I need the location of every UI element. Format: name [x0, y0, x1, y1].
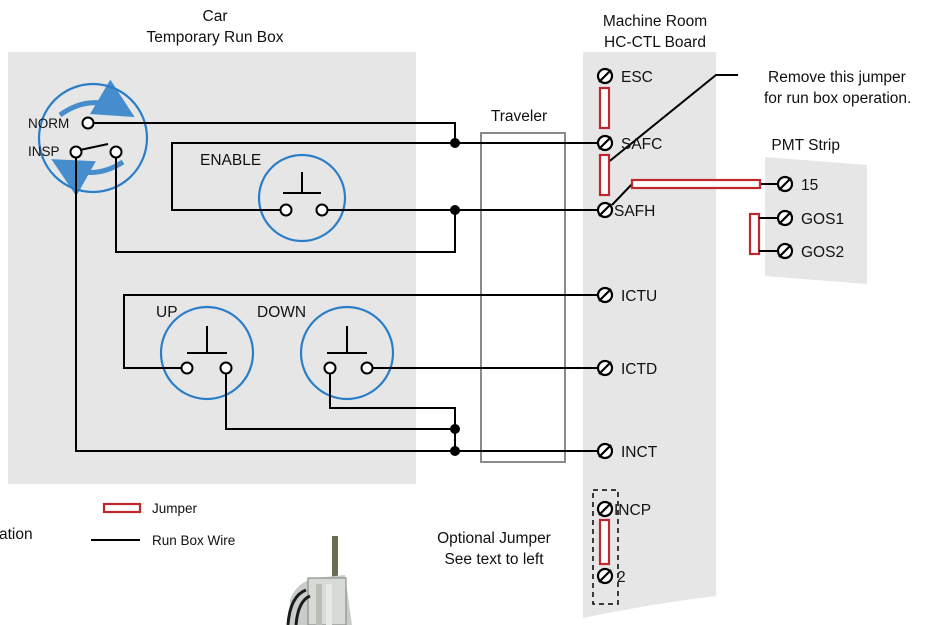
terminal-label-safh: SAFH — [614, 203, 655, 220]
optional-jumper-line1: Optional Jumper — [437, 530, 551, 547]
pmt-terminal-gos2 — [776, 242, 794, 260]
terminal-label-safc: SAFC — [621, 136, 662, 153]
car-title: Car — [203, 8, 228, 25]
pmt-label-gos1: GOS1 — [801, 211, 844, 228]
jumper-note-line2: for run box operation. — [764, 90, 911, 107]
terminal-label-esc: ESC — [621, 69, 653, 86]
legend-jumper-swatch — [102, 502, 142, 514]
legend: Jumper Run Box Wire — [91, 501, 235, 548]
enable-label: ENABLE — [200, 152, 261, 169]
esc-safc-jumper — [598, 86, 611, 130]
traveler-label: Traveler — [491, 108, 547, 125]
terminal-incp — [596, 500, 614, 518]
enable-button — [257, 153, 347, 243]
terminal-label-ictu: ICTU — [621, 288, 657, 305]
car-subtitle: Temporary Run Box — [147, 29, 284, 46]
optional-jumper-line2: See text to left — [444, 551, 544, 568]
norm-insp-selector-switch — [37, 79, 149, 197]
machine-room-title: Machine Room — [603, 13, 707, 30]
legend-jumper-label: Jumper — [152, 501, 198, 516]
optional-jumper-box — [592, 489, 619, 605]
up-button — [159, 305, 255, 401]
down-label: DOWN — [257, 304, 306, 321]
pmt-label-15: 15 — [801, 177, 818, 194]
terminal-label-incp: INCP — [614, 502, 651, 519]
legend-wire-label: Run Box Wire — [152, 533, 235, 548]
traveler-cable — [480, 132, 566, 463]
machine-room-subtitle: HC-CTL Board — [604, 34, 706, 51]
terminal-inct — [596, 442, 614, 460]
terminal-ictd — [596, 359, 614, 377]
insp-label: INSP — [28, 144, 60, 159]
pmt-terminal-15 — [776, 175, 794, 193]
terminal-2 — [596, 567, 614, 585]
terminal-safc — [596, 134, 614, 152]
pmt-strip-title: PMT Strip — [771, 137, 840, 154]
gos1-gos2-jumper — [748, 212, 761, 256]
terminal-ictu — [596, 286, 614, 304]
cut-off-text: ation — [0, 526, 33, 543]
machine-room-board-panel — [583, 52, 716, 618]
terminal-label-ictd: ICTD — [621, 361, 657, 378]
terminal-label-inct: INCT — [621, 444, 658, 461]
pmt-terminal-gos1 — [776, 209, 794, 227]
terminal-label-2: 2 — [617, 569, 626, 586]
up-label: UP — [156, 304, 178, 321]
pmt-label-gos2: GOS2 — [801, 244, 844, 261]
run-box-photo — [286, 536, 352, 625]
safc-safh-jumper — [598, 153, 611, 197]
norm-label: NORM — [28, 116, 69, 131]
terminal-esc — [596, 67, 614, 85]
incp-2-jumper — [598, 518, 611, 566]
down-button — [299, 305, 395, 401]
jumper-note-line1: Remove this jumper — [768, 69, 906, 86]
run-box-wires — [75, 74, 778, 456]
safh-pmt15-jumper — [630, 178, 762, 190]
terminal-safh — [596, 201, 614, 219]
